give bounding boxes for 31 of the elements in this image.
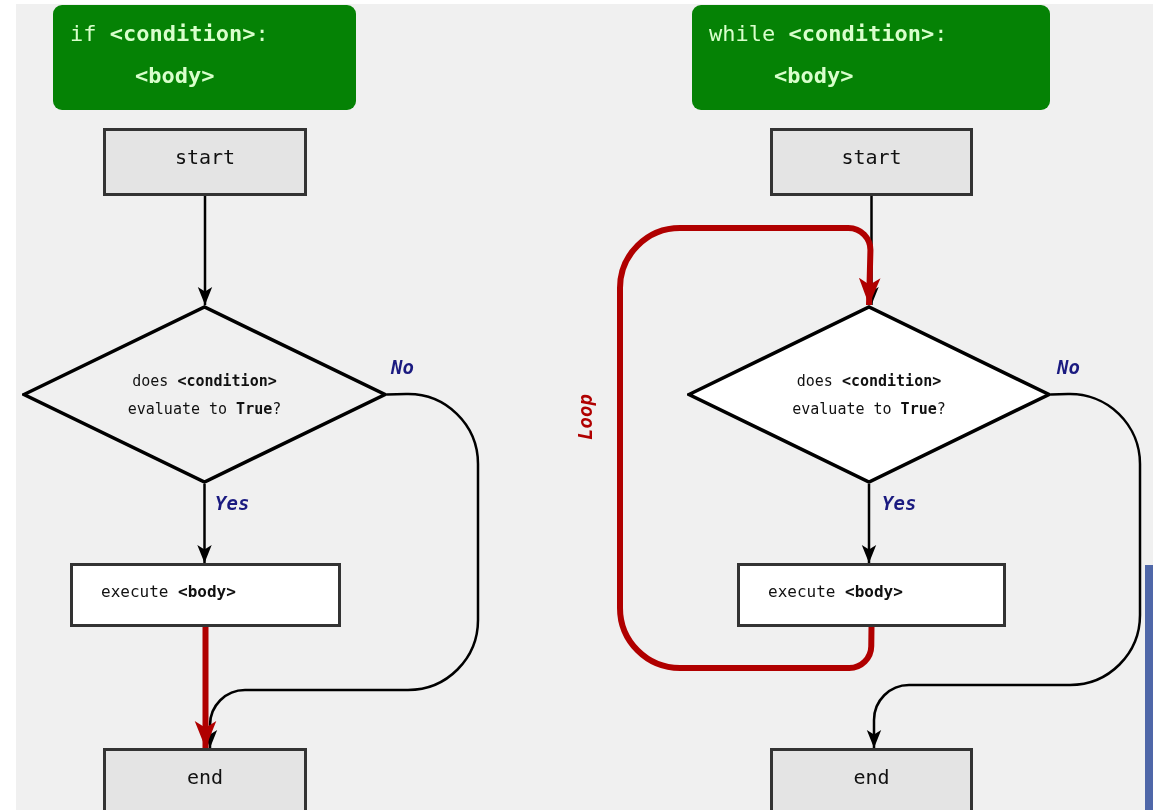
decision-diamond — [687, 305, 1051, 484]
edge-label: No — [391, 356, 414, 378]
node-label: while <condition>: <body> — [708, 20, 949, 90]
process-box — [737, 563, 1006, 627]
edge-label: Yes — [215, 492, 250, 514]
process-box — [70, 563, 341, 627]
node-label: end — [852, 765, 891, 789]
code-block — [692, 5, 1050, 110]
edge-label: No — [1057, 356, 1080, 378]
arrow — [866, 392, 1142, 748]
arrow — [861, 484, 877, 563]
node-label: start — [840, 145, 903, 169]
node-label: does <condition> evaluate to True? — [791, 370, 947, 420]
node-label: does <condition> evaluate to True? — [126, 370, 283, 420]
code-block — [53, 5, 356, 110]
terminal-box — [770, 128, 973, 196]
edge-label: Loop — [573, 394, 596, 440]
edge-label: Yes — [882, 492, 917, 514]
node-label: if <condition>: <body> — [69, 20, 270, 90]
arrow — [617, 225, 881, 671]
terminal-box — [103, 128, 307, 196]
arrow — [194, 627, 217, 748]
node-label: end — [185, 765, 225, 789]
terminal-box — [103, 748, 307, 810]
node-label: start — [173, 145, 237, 169]
node-label: execute <body> — [768, 582, 903, 601]
node-label: execute <body> — [101, 582, 236, 601]
arrow — [197, 196, 213, 305]
decision-diamond — [22, 305, 387, 484]
arrow — [197, 484, 212, 563]
terminal-box — [770, 748, 973, 810]
